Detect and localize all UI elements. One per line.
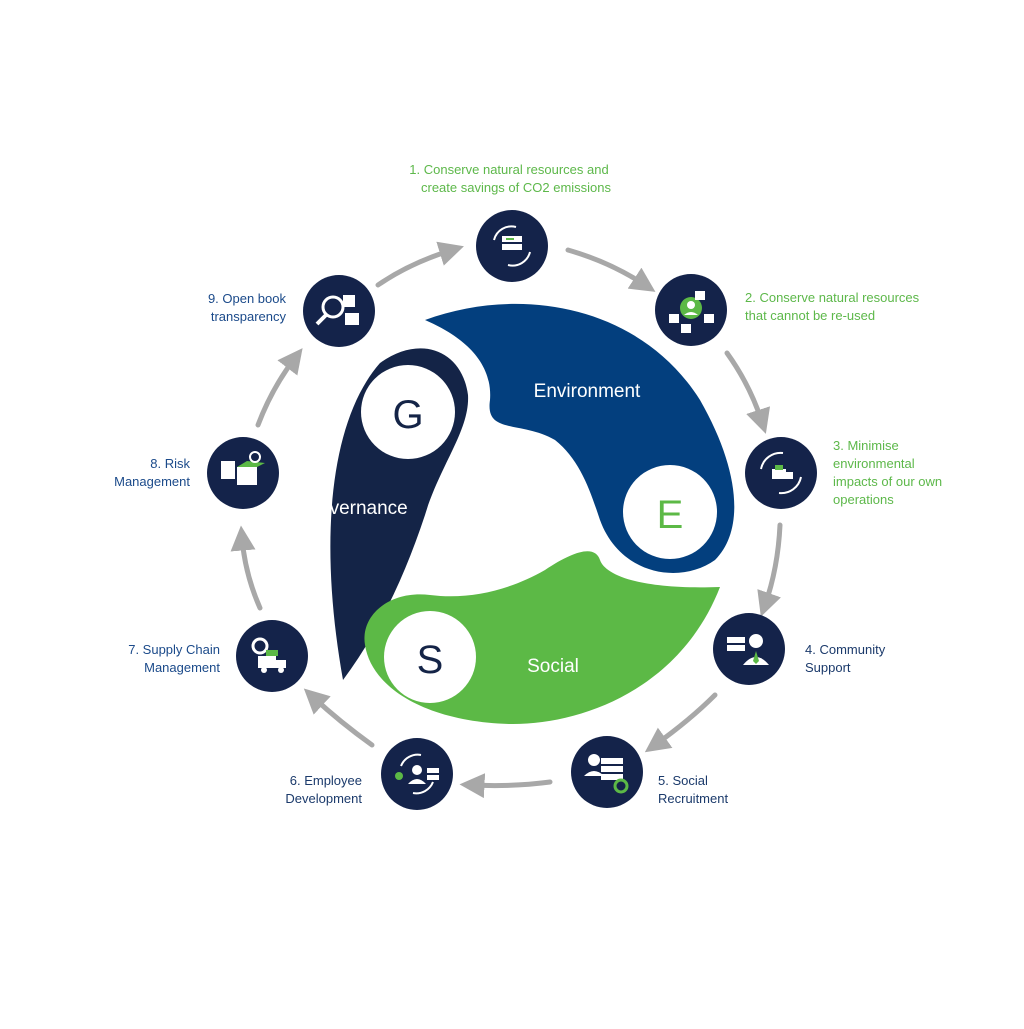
magnifier-boxes-icon xyxy=(303,275,375,347)
person-boxes-icon xyxy=(655,274,727,346)
arrow-5-to-6 xyxy=(459,773,553,799)
person-server-icon xyxy=(713,613,785,685)
step-9-label: 9. Open book transparency xyxy=(207,291,286,324)
step-2-label: 2. Conserve natural resources that canno… xyxy=(745,290,920,323)
governance-letter: G xyxy=(392,393,423,437)
arrow-6-to-7 xyxy=(303,688,375,748)
worker-server-icon xyxy=(571,736,643,808)
arrow-9-to-1 xyxy=(375,241,464,288)
cycle-arrows xyxy=(230,241,783,799)
calculator-box-icon xyxy=(207,437,279,509)
gear-truck-icon xyxy=(236,620,308,692)
arrow-4-to-5 xyxy=(644,692,718,753)
environment-letter: E xyxy=(657,493,684,537)
social-letter-disc xyxy=(384,611,476,703)
step-8-label: 8. Risk Management xyxy=(114,456,190,489)
truck-cycle-icon xyxy=(745,437,817,509)
arrow-1-to-2 xyxy=(565,247,656,292)
arrow-2-to-3 xyxy=(724,350,771,434)
recycle-server-icon xyxy=(476,210,548,282)
environment-letter-disc xyxy=(623,465,717,559)
governance-letter-disc xyxy=(361,365,455,459)
governance-name: Governance xyxy=(304,498,408,519)
social-name: Social xyxy=(527,656,579,677)
step-7-label: 7. Supply Chain Management xyxy=(128,642,220,675)
step-3-label: 3. Minimise environmental impacts of our… xyxy=(833,438,943,507)
employee-cycle-icon xyxy=(381,738,453,810)
step-5-label: 5. Social Recruitment xyxy=(658,773,729,806)
step-4-label: 4. Community Support xyxy=(805,642,886,675)
environment-name: Environment xyxy=(534,381,641,402)
arrow-8-to-9 xyxy=(255,348,303,428)
step-6-label: 6. Employee Development xyxy=(285,773,362,806)
social-letter: S xyxy=(417,638,444,682)
arrow-7-to-8 xyxy=(230,525,263,611)
step-1-label: 1. Conserve natural resources and create… xyxy=(409,162,612,195)
arrow-3-to-4 xyxy=(757,522,783,617)
